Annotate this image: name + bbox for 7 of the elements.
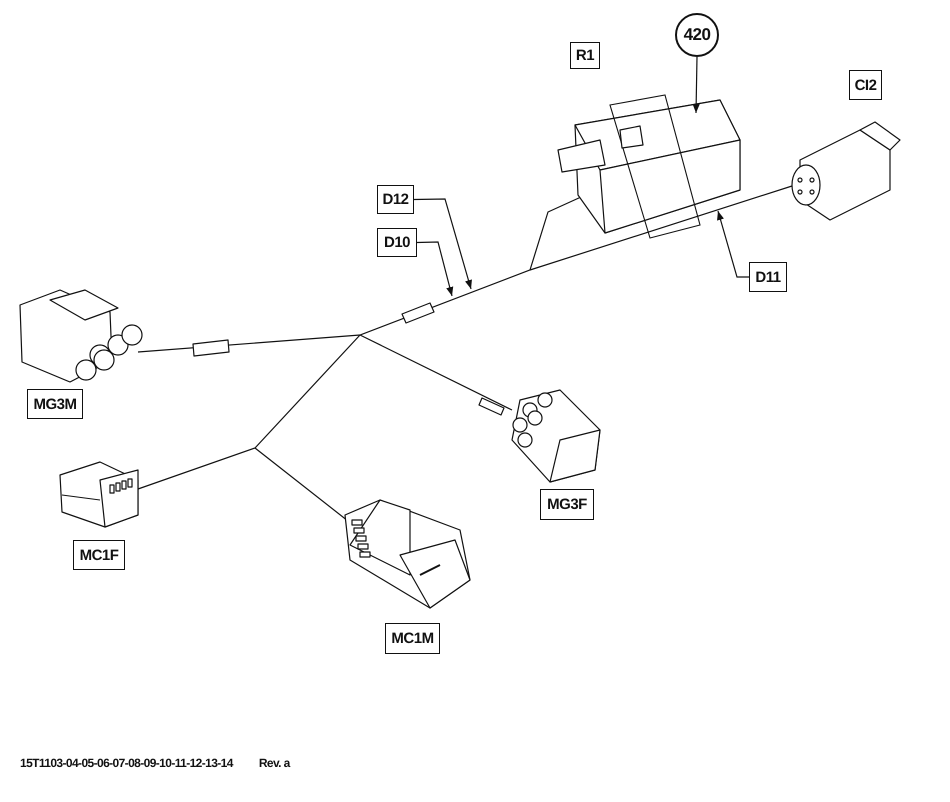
leader-line bbox=[692, 56, 700, 114]
connector-tag: R1 bbox=[570, 42, 600, 69]
revision-note: Rev. a bbox=[258, 756, 290, 770]
connector-tag: MC1M bbox=[385, 623, 440, 654]
part-number: 15T1103-04-05-06-07-08-09-10-11-12-13-14 bbox=[20, 756, 233, 770]
callout-number: 420 bbox=[675, 13, 719, 57]
connector-tag: CI2 bbox=[849, 70, 882, 100]
